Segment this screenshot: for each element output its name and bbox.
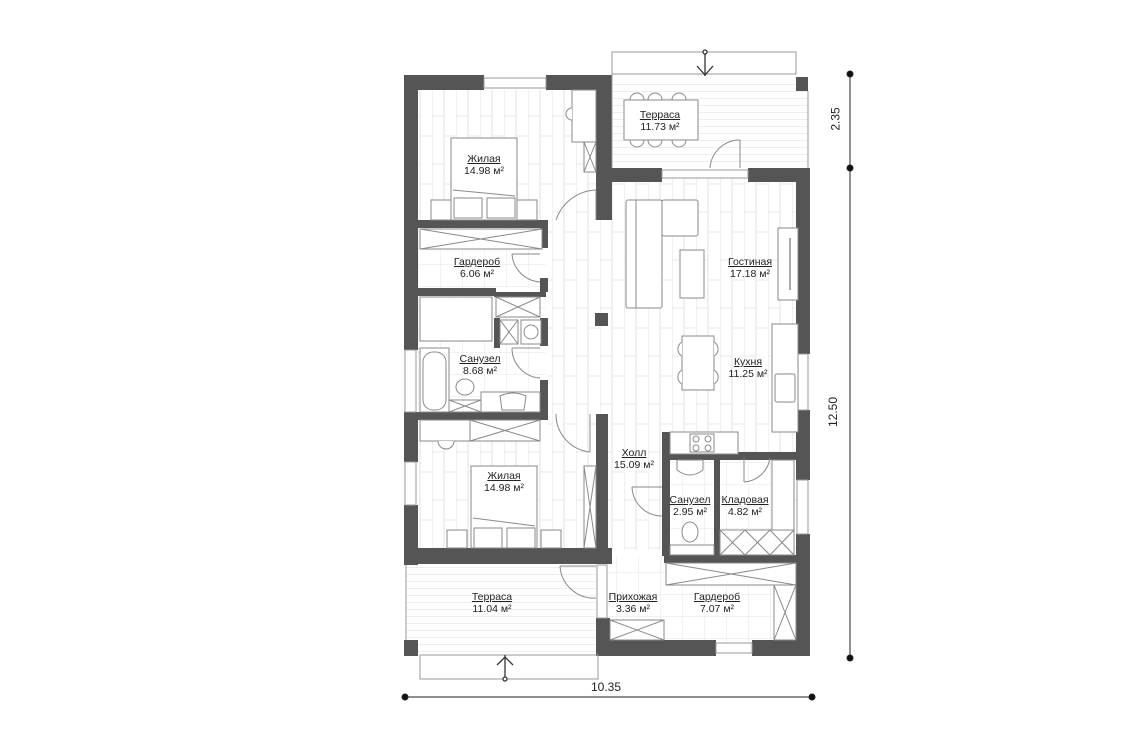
- room-label-bathroom-2: Санузел 2.95 м²: [670, 494, 711, 518]
- room-area: 6.06 м²: [459, 268, 495, 280]
- room-label-terrace-top: Терраса 11.73 м²: [633, 107, 687, 135]
- room-area: 4.82 м²: [727, 506, 763, 518]
- room-area: 14.98 м²: [464, 165, 504, 177]
- room-name: Санузел: [669, 494, 711, 506]
- room-label-living: Гостиная 17.18 м²: [728, 256, 772, 280]
- windows: [404, 77, 809, 654]
- dimension-lines: [401, 70, 854, 701]
- room-label-wardrobe-2: Гардероб 7.07 м²: [694, 591, 740, 615]
- room-label-terrace-bottom: Терраса 11.04 м²: [472, 591, 512, 615]
- room-area: 3.36 м²: [615, 603, 651, 615]
- room-name: Жилая: [487, 470, 521, 482]
- room-name: Жилая: [467, 153, 501, 165]
- room-name: Гардероб: [453, 256, 501, 268]
- room-label-bedroom-1: Жилая 14.98 м²: [464, 153, 504, 177]
- room-area: 11.04 м²: [472, 603, 512, 615]
- room-area: 2.95 м²: [672, 506, 708, 518]
- doors: [511, 139, 771, 599]
- room-label-kitchen: Кухня 11.25 м²: [728, 356, 767, 380]
- room-label-entry: Прихожая 3.36 м²: [609, 591, 658, 615]
- room-label-bathroom-1: Санузел 8.68 м²: [460, 353, 501, 377]
- room-name: Гардероб: [693, 591, 741, 603]
- dimension-width: 10.35: [591, 680, 622, 694]
- room-area: 14.98 м²: [484, 482, 524, 494]
- room-area: 15.09 м²: [614, 459, 654, 471]
- dimension-height: 12.50: [826, 396, 841, 428]
- furniture: [419, 89, 799, 641]
- room-area: 17.18 м²: [730, 268, 770, 280]
- room-area: 7.07 м²: [699, 603, 735, 615]
- room-name: Санузел: [459, 353, 501, 365]
- room-area: 11.25 м²: [728, 368, 768, 380]
- room-name: Кладовая: [721, 494, 769, 506]
- room-name: Кухня: [733, 356, 763, 368]
- room-label-hall: Холл 15.09 м²: [614, 447, 654, 471]
- room-name: Прихожая: [608, 591, 658, 603]
- room-name: Терраса: [639, 109, 681, 121]
- room-label-wardrobe-1: Гардероб 6.06 м²: [454, 256, 500, 280]
- walls: [404, 75, 810, 656]
- room-name: Холл: [621, 447, 647, 459]
- room-label-storage: Кладовая 4.82 м²: [721, 494, 768, 518]
- dimension-terrace-depth: 2.35: [828, 107, 843, 131]
- room-label-bedroom-2: Жилая 14.98 м²: [484, 470, 524, 494]
- room-area: 8.68 м²: [462, 365, 498, 377]
- room-name: Гостиная: [727, 256, 773, 268]
- room-area: 11.73 м²: [640, 121, 680, 133]
- entrance-arrows: [496, 49, 714, 682]
- room-name: Терраса: [471, 591, 513, 603]
